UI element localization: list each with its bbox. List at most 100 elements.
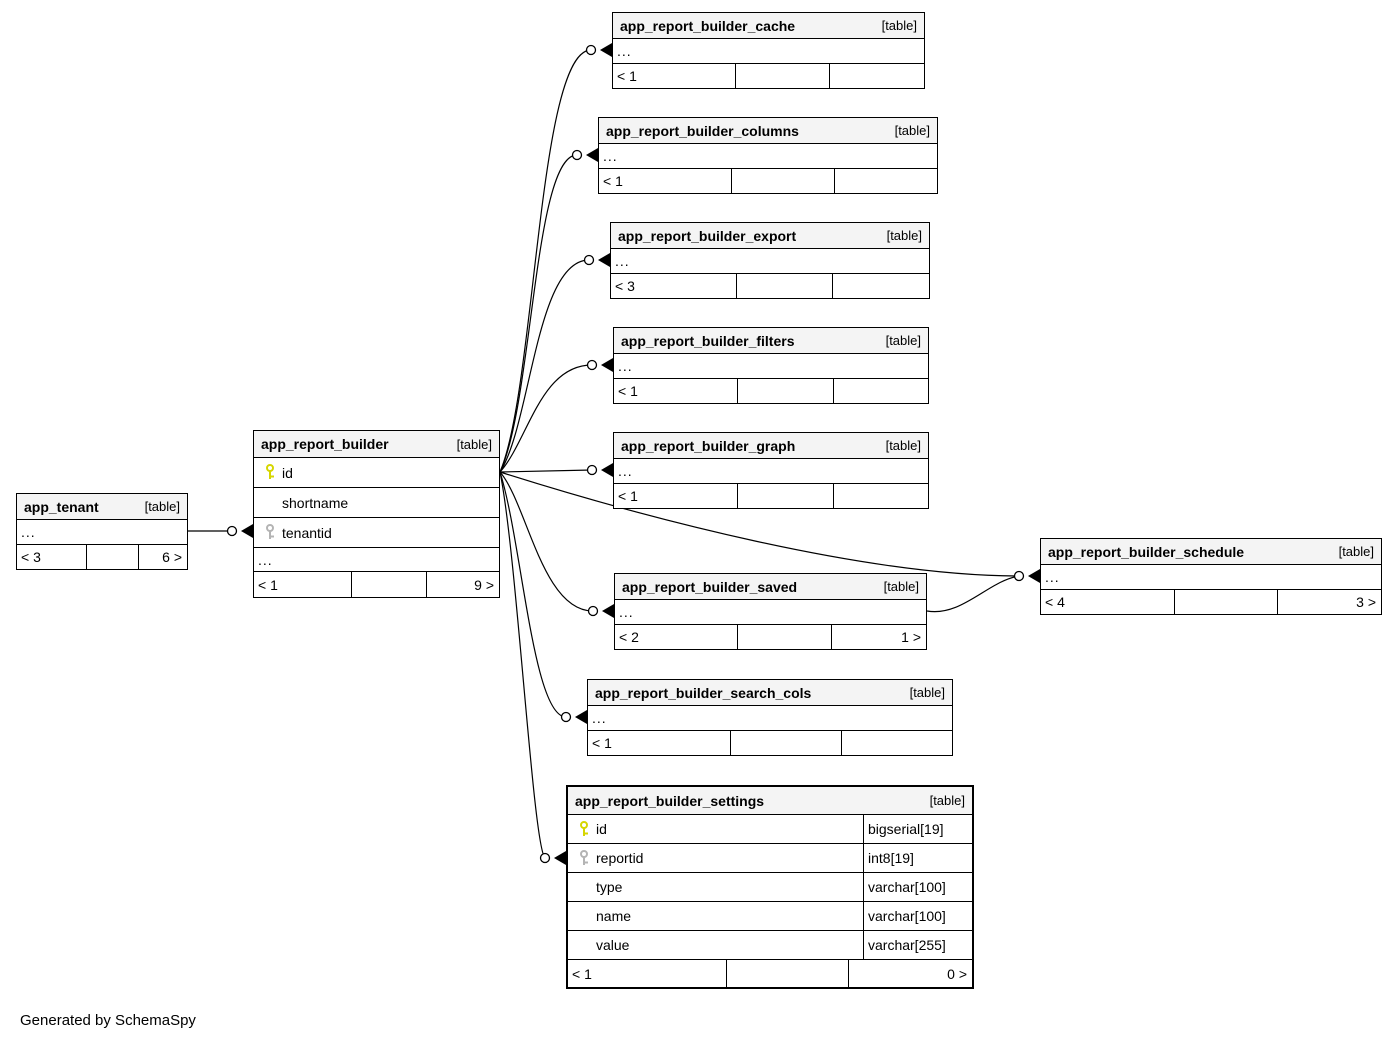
paging-footer: < 3 bbox=[611, 274, 929, 298]
footer-mid-cell bbox=[725, 960, 848, 987]
footer-next-count: 0 > bbox=[847, 960, 972, 987]
table-app_report_builder_search_cols: app_report_builder_search_cols [table] .… bbox=[587, 679, 953, 756]
edge-builder-to-schedule bbox=[499, 471, 1020, 577]
column-name: shortname bbox=[282, 494, 349, 511]
column-type: int8[19] bbox=[863, 844, 972, 872]
table-app_report_builder_cache: app_report_builder_cache [table] ... < 1 bbox=[612, 12, 925, 89]
footer-prev-count: < 3 bbox=[615, 278, 635, 294]
table-app_tenant: app_tenant [table] ... < 3 6 > bbox=[16, 493, 188, 570]
table-title[interactable]: app_report_builder_cache bbox=[620, 17, 796, 34]
table-app_report_builder_graph: app_report_builder_graph [table] ... < 1 bbox=[613, 432, 929, 509]
table-type-badge: [table] bbox=[929, 793, 965, 808]
footer-next-count bbox=[840, 731, 953, 755]
table-title[interactable]: app_report_builder_filters bbox=[621, 332, 795, 349]
ellipsis-row: ... bbox=[1041, 565, 1381, 590]
footer-mid-cell bbox=[735, 64, 829, 88]
footer-next-count bbox=[832, 484, 929, 508]
table-title[interactable]: app_tenant bbox=[24, 498, 99, 515]
column-type: varchar[255] bbox=[863, 931, 972, 959]
footer-next-count: 6 > bbox=[137, 545, 187, 569]
crowfoot-arrow bbox=[575, 710, 587, 724]
column-name: type bbox=[596, 879, 623, 895]
table-title[interactable]: app_report_builder_columns bbox=[606, 122, 799, 139]
footer-prev-count: < 1 bbox=[592, 735, 612, 751]
cardinality-circle bbox=[1013, 570, 1025, 582]
table-title[interactable]: app_report_builder_schedule bbox=[1048, 543, 1245, 560]
cardinality-circle bbox=[539, 852, 551, 864]
footer-mid-cell bbox=[731, 169, 833, 193]
table-type-badge: [table] bbox=[886, 228, 922, 243]
ellipsis-row: ... bbox=[615, 600, 926, 625]
table-header: app_report_builder [table] bbox=[254, 431, 499, 458]
ellipsis-row: ... bbox=[599, 144, 937, 169]
ellipsis-row: ... bbox=[588, 706, 952, 731]
edge-builder-to-settings bbox=[499, 471, 546, 859]
footer-prev-count: < 1 bbox=[603, 173, 623, 189]
edge-builder-to-search-cols bbox=[499, 471, 567, 718]
paging-footer: < 1 bbox=[599, 169, 937, 193]
table-title[interactable]: app_report_builder_settings bbox=[575, 792, 765, 809]
footer-prev-count: < 1 bbox=[617, 68, 637, 84]
edge-saved-to-schedule bbox=[926, 575, 1020, 613]
table-header: app_report_builder_columns [table] bbox=[599, 118, 937, 144]
column-name: reportid bbox=[596, 850, 644, 866]
table-title[interactable]: app_report_builder_saved bbox=[622, 578, 798, 595]
cardinality-circle bbox=[585, 44, 597, 56]
crowfoot-arrow bbox=[1028, 569, 1040, 583]
ellipsis-row: ... bbox=[611, 249, 929, 274]
footer-mid-cell bbox=[85, 545, 138, 569]
footer-prev-count: < 1 bbox=[618, 383, 638, 399]
column-row: type varchar[100] bbox=[568, 873, 972, 902]
table-header: app_report_builder_schedule [table] bbox=[1041, 539, 1381, 565]
footer-prev-count: < 3 bbox=[21, 549, 41, 565]
footer-prev-count: < 4 bbox=[1045, 594, 1065, 610]
paging-footer: < 1 bbox=[613, 64, 924, 88]
footer-next-count bbox=[833, 169, 937, 193]
ellipsis-row: ... bbox=[614, 354, 928, 379]
column-row: name varchar[100] bbox=[568, 902, 972, 931]
column-name: id bbox=[596, 821, 607, 837]
paging-footer: < 1 bbox=[614, 484, 928, 508]
column-name: tenantid bbox=[282, 524, 332, 541]
crowfoot-arrow bbox=[586, 148, 598, 162]
table-title[interactable]: app_report_builder bbox=[261, 436, 389, 452]
column-name: name bbox=[596, 908, 632, 924]
primary-key-icon bbox=[574, 820, 594, 838]
cardinality-circle bbox=[560, 711, 572, 723]
foreign-key-icon bbox=[260, 524, 280, 541]
footer-next-count bbox=[832, 379, 929, 403]
generated-by-note: Generated by SchemaSpy bbox=[20, 1012, 196, 1029]
crowfoot-arrow bbox=[601, 358, 613, 372]
column-row: id bbox=[254, 458, 499, 488]
edge-builder-to-graph bbox=[499, 469, 593, 473]
table-type-badge: [table] bbox=[881, 18, 917, 33]
column-type: bigserial[19] bbox=[863, 815, 972, 843]
footer-next-count bbox=[829, 64, 924, 88]
crowfoot-arrow bbox=[241, 524, 253, 538]
edge-builder-to-cache bbox=[499, 49, 592, 473]
table-header: app_report_builder_settings [table] bbox=[568, 787, 972, 815]
table-header: app_report_builder_cache [table] bbox=[613, 13, 924, 39]
table-title[interactable]: app_report_builder_export bbox=[618, 227, 797, 244]
table-header: app_report_builder_saved [table] bbox=[615, 574, 926, 600]
column-row: reportid int8[19] bbox=[568, 844, 972, 873]
footer-mid-cell bbox=[737, 484, 832, 508]
footer-mid-cell bbox=[351, 572, 426, 597]
table-header: app_report_builder_filters [table] bbox=[614, 328, 928, 354]
edge-builder-to-filters bbox=[499, 364, 593, 473]
crowfoot-arrow bbox=[554, 851, 566, 865]
table-header: app_tenant [table] bbox=[17, 494, 187, 520]
table-title[interactable]: app_report_builder_graph bbox=[621, 437, 796, 454]
crowfoot-arrow bbox=[602, 604, 614, 618]
table-title[interactable]: app_report_builder_search_cols bbox=[595, 684, 812, 701]
crowfoot-arrow bbox=[598, 253, 610, 267]
table-type-badge: [table] bbox=[885, 333, 921, 348]
table-type-badge: [table] bbox=[1338, 544, 1374, 559]
crowfoot-arrow bbox=[601, 463, 613, 477]
cardinality-circle bbox=[586, 359, 598, 371]
paging-footer: < 1 bbox=[588, 731, 952, 755]
footer-mid-cell bbox=[730, 731, 840, 755]
cardinality-circle bbox=[586, 464, 598, 476]
column-row: tenantid bbox=[254, 518, 499, 548]
